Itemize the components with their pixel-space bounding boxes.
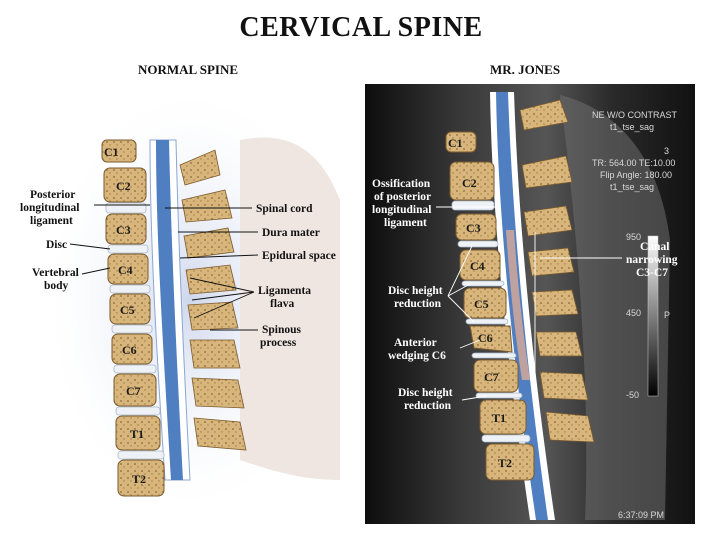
label-wedging-c6: wedging C6 xyxy=(388,350,446,362)
mri-spinal-cord xyxy=(496,92,548,520)
mr-jones-heading: MR. JONES xyxy=(490,62,561,77)
label-spinal-cord: Spinal cord xyxy=(256,203,313,215)
vertebra-label: C2 xyxy=(462,176,477,190)
vertebra-label: C1 xyxy=(448,136,463,150)
label-ligamenta: Ligamenta xyxy=(258,285,311,297)
label-ossification: Ossification xyxy=(372,178,431,190)
label-narrowing: narrowing xyxy=(626,254,678,266)
label-reduction: reduction xyxy=(394,298,442,310)
label-epidural-space: Epidural space xyxy=(262,250,336,262)
normal-spine-illustration: C1 C2 C3 C4 C5 C6 C7 T1 T2 Posterior lon… xyxy=(20,80,340,520)
label-c3-c7: C3-C7 xyxy=(636,267,668,279)
mri-meta-line: 3 xyxy=(664,146,669,156)
right-leader-lines xyxy=(165,207,259,331)
vertebral-bodies xyxy=(101,139,165,497)
vertebra-label: C5 xyxy=(474,297,489,311)
vertebra-label: C7 xyxy=(126,384,141,398)
mri-scale-label: P xyxy=(664,310,670,320)
label-dura-mater: Dura mater xyxy=(262,227,320,239)
intervertebral-discs xyxy=(105,202,165,460)
vertebra-label: C6 xyxy=(122,343,137,357)
soft-tissue xyxy=(240,137,340,480)
mri-scale-label: -50 xyxy=(626,390,639,400)
vertebra-label: C3 xyxy=(466,221,481,235)
vertebra-label: C4 xyxy=(118,263,133,277)
mri-discs xyxy=(451,200,531,443)
mri-meta-line: t1_tse_sag xyxy=(610,182,654,192)
label-of-posterior: of posterior xyxy=(374,191,431,203)
left-leader-lines xyxy=(69,204,150,275)
vertebra-label: T2 xyxy=(498,456,512,470)
label-longitudinal: longitudinal xyxy=(20,202,79,214)
vertebra-label: C3 xyxy=(116,223,131,237)
label-flava: flava xyxy=(270,298,295,310)
page-title: CERVICAL SPINE xyxy=(239,12,483,43)
label-vertebral: Vertebral xyxy=(32,267,79,279)
mri-meta-line: Flip Angle: 180.00 xyxy=(600,170,672,180)
label-spinous: Spinous xyxy=(262,324,302,336)
mri-meta-line: NE W/O CONTRAST xyxy=(592,110,678,120)
label-body: body xyxy=(44,280,69,292)
mri-intensity-scale xyxy=(647,235,659,397)
vertebra-label: C6 xyxy=(478,331,493,345)
mri-meta-line: TR: 564.00 TE:10.00 xyxy=(592,158,675,168)
mri-meta-line: t1_tse_sag xyxy=(610,122,654,132)
label-anterior: Anterior xyxy=(394,337,437,349)
mri-panel: C1 C2 C3 C4 C5 C6 C7 T1 T2 NE W/O CONTRA… xyxy=(365,84,695,524)
vertebra-label: T2 xyxy=(132,472,146,486)
label-posterior: Posterior xyxy=(30,189,75,201)
label-process: process xyxy=(260,337,297,349)
label-ligament: ligament xyxy=(30,215,73,227)
vertebra-label: C5 xyxy=(120,303,135,317)
label-disc: Disc xyxy=(46,239,67,251)
vertebra-label: C7 xyxy=(484,370,499,384)
vertebra-label: T1 xyxy=(130,427,144,441)
spinal-cord xyxy=(156,140,183,480)
mri-scale-label: 950 xyxy=(626,232,641,242)
normal-spine-heading: NORMAL SPINE xyxy=(138,62,239,77)
vertebra-label: C2 xyxy=(116,179,131,193)
label-ligament: ligament xyxy=(384,217,427,229)
vertebra-label: T1 xyxy=(492,411,506,425)
vertebra-label: C4 xyxy=(470,259,485,273)
label-canal: Canal xyxy=(640,241,669,253)
label-longitudinal: longitudinal xyxy=(372,204,431,216)
mri-soft-tissue xyxy=(560,95,670,520)
label-reduction-2: reduction xyxy=(404,400,452,412)
vertebra-label: C1 xyxy=(104,145,119,159)
canal-narrowing-region xyxy=(506,230,530,380)
mri-leader-lines xyxy=(436,206,622,401)
spinous-processes xyxy=(179,149,247,451)
mri-spinous-processes xyxy=(519,99,595,443)
label-disc-height-2: Disc height xyxy=(398,387,453,399)
label-disc-height: Disc height xyxy=(388,285,443,297)
mri-timestamp: 6:37:09 PM xyxy=(618,510,664,520)
mri-scale-label: 450 xyxy=(626,308,641,318)
mri-vertebral-bodies xyxy=(445,131,535,481)
